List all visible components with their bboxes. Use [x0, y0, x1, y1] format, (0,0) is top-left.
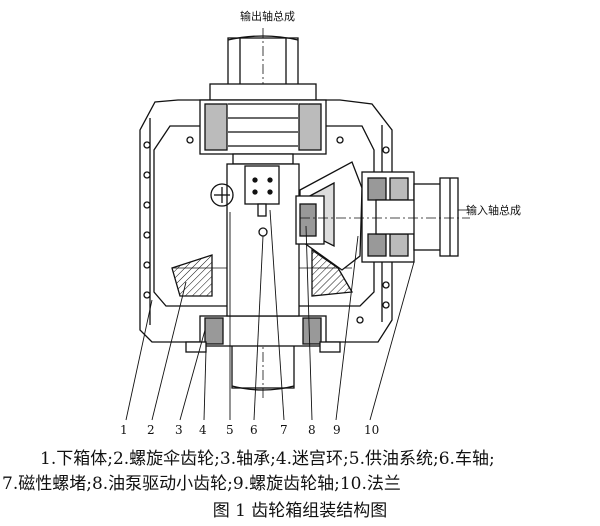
callout-1: 1 [120, 423, 128, 437]
callout-7: 7 [280, 423, 288, 437]
callout-numbers: 1 2 3 4 5 6 7 8 9 10 [120, 423, 379, 437]
callout-5: 5 [226, 423, 234, 437]
spiral-pinion-shaft [295, 161, 363, 271]
leader-lines [125, 209, 415, 421]
legend-line-1: 1.下箱体;2.螺旋伞齿轮;3.轴承;4.迷宫环;5.供油系统;6.车轴; [40, 449, 495, 469]
input-flange-assembly [300, 171, 470, 263]
output-shaft-label: 输出轴总成 [240, 9, 295, 23]
callout-10: 10 [364, 423, 379, 437]
upper-bearing-assembly [199, 83, 327, 165]
callout-8: 8 [308, 423, 316, 437]
oil-supply-system [210, 165, 280, 217]
figure-caption: 图 1 齿轮箱组装结构图 [212, 501, 388, 521]
callout-6: 6 [250, 423, 258, 437]
lower-bearing-assembly [185, 315, 341, 353]
callout-4: 4 [199, 423, 207, 437]
legend-line-2: 7.磁性螺堵;8.油泵驱动小齿轮;9.螺旋齿轮轴;10.法兰 [2, 474, 401, 494]
callout-9: 9 [333, 423, 341, 437]
callout-3: 3 [175, 423, 183, 437]
callout-2: 2 [147, 423, 155, 437]
input-shaft-label: 输入轴总成 [466, 203, 521, 217]
